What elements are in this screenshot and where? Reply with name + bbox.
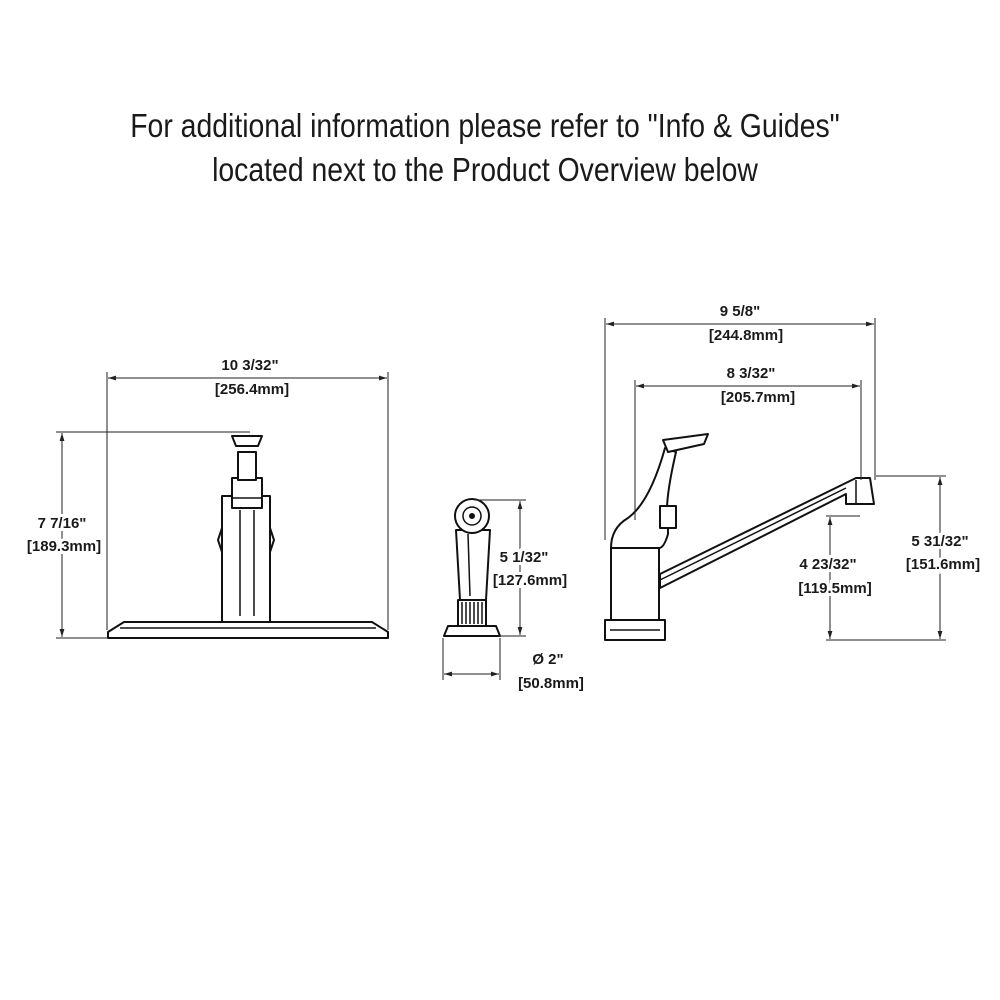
front-width-dimension: 10 3/32" [256.4mm] xyxy=(106,357,389,630)
sprayer-diameter-mm: [50.8mm] xyxy=(518,675,584,692)
deck-plate xyxy=(107,621,389,639)
side-overall-height-inches: 5 31/32" xyxy=(911,533,968,550)
heading-line-1: For additional information please refer … xyxy=(130,107,840,144)
heading: For additional information please refer … xyxy=(68,104,902,192)
front-height-dimension: 7 7/16" [189.3mm] xyxy=(24,431,250,639)
side-spout xyxy=(659,477,875,589)
heading-line-2: located next to the Product Overview bel… xyxy=(212,151,758,188)
side-reach-mm: [244.8mm] xyxy=(709,327,783,344)
sprayer-height-dimension: 5 1/32" [127.6mm] xyxy=(474,499,570,637)
side-spout-height-mm: [119.5mm] xyxy=(798,580,871,597)
front-width-mm: [256.4mm] xyxy=(215,381,289,398)
side-lever xyxy=(662,433,709,453)
side-reach-dimension: 9 5/8" [244.8mm] xyxy=(604,303,876,540)
side-spout-reach-dimension: 8 3/32" [205.7mm] xyxy=(634,365,862,520)
faucet-body xyxy=(221,495,271,623)
handle-stem xyxy=(237,451,257,481)
handle-lever xyxy=(231,435,263,447)
front-view-faucet xyxy=(107,435,389,639)
side-body xyxy=(610,547,660,621)
sprayer-diameter-dimension: Ø 2" [50.8mm] xyxy=(442,638,584,692)
sprayer-body xyxy=(455,529,491,601)
front-height-mm: [189.3mm] xyxy=(27,538,101,555)
sprayer-height-mm: [127.6mm] xyxy=(493,572,567,589)
side-handle xyxy=(610,447,677,549)
side-spout-height-dimension: 4 23/32" [119.5mm] xyxy=(795,515,880,641)
side-spout-reach-mm: [205.7mm] xyxy=(721,389,795,406)
sprayer-base xyxy=(443,625,501,637)
side-overall-height-dimension: 5 31/32" [151.6mm] xyxy=(876,475,983,641)
side-reach-inches: 9 5/8" xyxy=(720,303,760,320)
front-height-inches: 7 7/16" xyxy=(38,515,87,532)
side-view-faucet xyxy=(604,433,875,641)
side-sprayer xyxy=(443,498,501,637)
handle-base xyxy=(231,477,263,509)
side-overall-height-mm: [151.6mm] xyxy=(906,556,980,573)
sprayer-diameter-inches: Ø 2" xyxy=(532,651,563,668)
side-spout-reach-inches: 8 3/32" xyxy=(727,365,776,382)
sprayer-height-inches: 5 1/32" xyxy=(500,549,549,566)
side-cartridge xyxy=(659,505,677,529)
side-spout-height-inches: 4 23/32" xyxy=(799,556,856,573)
front-width-inches: 10 3/32" xyxy=(221,357,278,374)
